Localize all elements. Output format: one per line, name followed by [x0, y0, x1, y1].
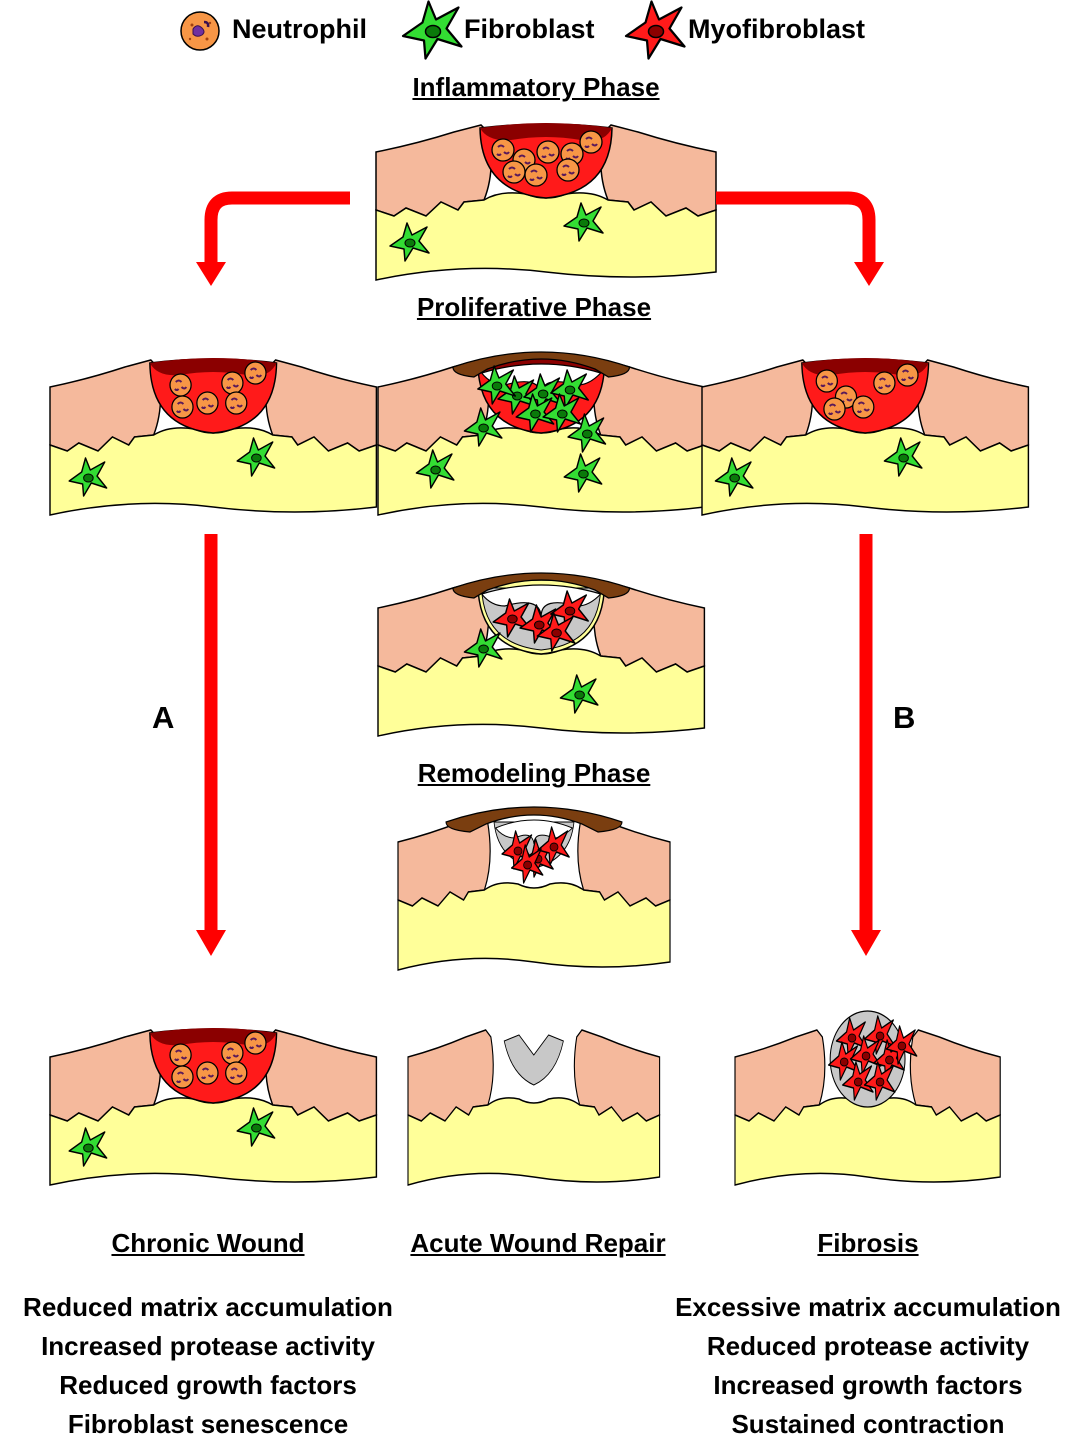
- acute-wound-repair-title: Acute Wound Repair: [373, 1228, 703, 1259]
- chronic-proliferative-panel: [50, 358, 376, 515]
- arrow-pathway-a: [196, 534, 226, 956]
- legend-fibroblast-label: Fibroblast: [464, 14, 595, 45]
- arrow-pathway-b: [851, 534, 881, 956]
- pathway-a-label: A: [152, 700, 174, 736]
- chronic-wound-panel: [50, 1028, 376, 1185]
- legend-neutrophil-label: Neutrophil: [232, 14, 367, 45]
- chronic-feature-item: Increased protease activity: [0, 1327, 428, 1366]
- chronic-wound-title: Chronic Wound: [43, 1228, 373, 1259]
- legend-myofibroblast-label: Myofibroblast: [688, 14, 865, 45]
- fibrosis-features: Excessive matrix accumulation Reduced pr…: [648, 1288, 1086, 1444]
- acute-transition-panel: [378, 573, 704, 736]
- chronic-feature-item: Reduced matrix accumulation: [0, 1288, 428, 1327]
- fibrosis-proliferative-panel: [702, 358, 1028, 515]
- proliferative-phase-title: Proliferative Phase: [334, 292, 734, 323]
- fibrosis-feature-item: Sustained contraction: [648, 1405, 1086, 1444]
- fibrosis-panel: [735, 1011, 1000, 1185]
- chronic-feature-item: Fibroblast senescence: [0, 1405, 428, 1444]
- arrow-to-chronic: [196, 198, 350, 286]
- acute-repair-panel: [408, 1030, 660, 1185]
- inflammatory-phase-title: Inflammatory Phase: [336, 72, 736, 103]
- chronic-feature-item: Reduced growth factors: [0, 1366, 428, 1405]
- fibroblast-icon: [403, 2, 462, 59]
- inflammatory-panel: [376, 123, 716, 280]
- neutrophil-icon: [181, 12, 219, 50]
- chronic-features: Reduced matrix accumulation Increased pr…: [0, 1288, 428, 1444]
- fibrosis-title: Fibrosis: [703, 1228, 1033, 1259]
- fibrosis-feature-item: Excessive matrix accumulation: [648, 1288, 1086, 1327]
- fibrosis-feature-item: Reduced protease activity: [648, 1327, 1086, 1366]
- arrow-to-fibrosis: [716, 198, 884, 286]
- pathway-b-label: B: [893, 700, 915, 736]
- acute-proliferative-panel: [378, 352, 704, 515]
- myofibroblast-icon: [626, 2, 685, 59]
- remodeling-phase-title: Remodeling Phase: [334, 758, 734, 789]
- remodeling-panel: [398, 807, 670, 970]
- fibrosis-feature-item: Increased growth factors: [648, 1366, 1086, 1405]
